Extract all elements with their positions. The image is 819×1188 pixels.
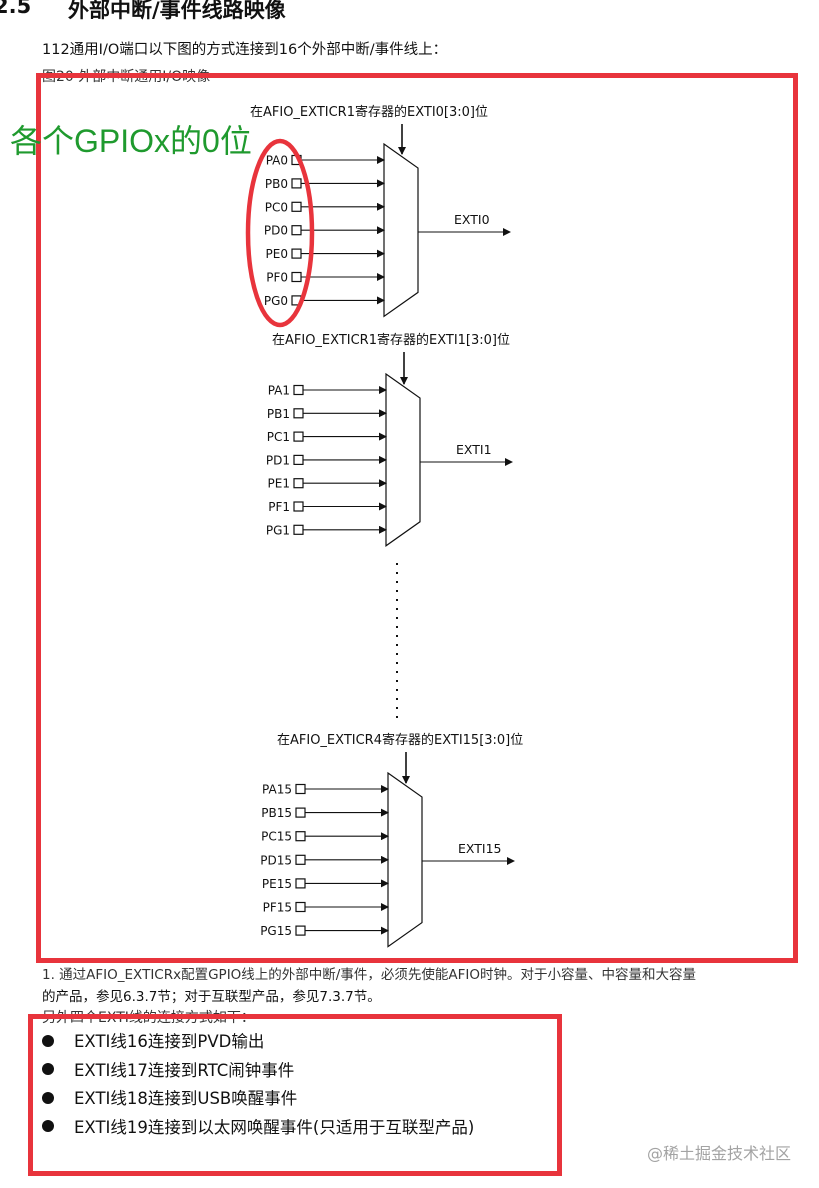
pin-label: PG15 (260, 924, 292, 938)
register-label: 在AFIO_EXTICR1寄存器的EXTI1[3:0]位 (272, 332, 510, 348)
pin-label: PE15 (262, 877, 292, 891)
exti-extra-lines-list: EXTI线16连接到PVD输出 EXTI线17连接到RTC闹钟事件 EXTI线1… (42, 1030, 474, 1144)
pin-label: PB0 (265, 177, 288, 191)
pin-label: PG1 (266, 523, 290, 537)
list-item-text: EXTI线19连接到以太网唤醒事件(只适用于互联型产品) (74, 1117, 475, 1137)
pin-label: PC0 (265, 200, 288, 214)
highlight-ellipse (245, 138, 315, 328)
bullet-icon (42, 1063, 54, 1075)
pin-box (291, 201, 302, 212)
pin-label: PA15 (262, 783, 292, 797)
register-label: 在AFIO_EXTICR1寄存器的EXTI0[3:0]位 (250, 104, 488, 120)
pin-box (295, 854, 306, 865)
pin-label: PE1 (268, 477, 290, 491)
pin-box (295, 925, 306, 936)
watermark: @稀土掘金技术社区 (646, 1144, 791, 1163)
pin-box (291, 225, 302, 236)
bullet-icon (42, 1034, 54, 1047)
list-item: EXTI线16连接到PVD输出 (42, 1030, 474, 1059)
pin-label: PF0 (266, 271, 288, 285)
section-title: 外部中断/事件线路映像 (68, 0, 286, 22)
pin-label: PC1 (267, 430, 290, 444)
section-number: 2.5 (0, 0, 32, 18)
pin-label: PE0 (266, 247, 288, 261)
highlight-frame-list (28, 1014, 562, 1176)
list-item-text: EXTI线16连接到PVD输出 (74, 1032, 265, 1051)
pin-box (291, 248, 302, 259)
pin-box (291, 271, 302, 283)
pin-label: PB1 (267, 407, 290, 421)
pin-label: PC15 (261, 830, 292, 844)
pin-label: PB15 (261, 806, 292, 820)
pin-label: PD0 (264, 224, 288, 238)
output-label: EXTI0 (454, 212, 490, 227)
output-label: EXTI1 (456, 442, 492, 457)
footnote-line-1: 1. 通过AFIO_EXTICRx配置GPIO线上的外部中断/事件，必须先使能A… (42, 967, 696, 983)
list-item-text: EXTI线17连接到RTC闹钟事件 (74, 1060, 295, 1080)
pin-label: PD15 (260, 853, 292, 867)
list-item: EXTI线17连接到RTC闹钟事件 (42, 1059, 474, 1088)
pin-label: PA1 (268, 384, 290, 398)
pin-label: PD1 (266, 453, 290, 467)
pin-box (295, 783, 306, 795)
pin-box (293, 454, 304, 465)
handwritten-annotation: 各个GPIOx的0位 (10, 123, 252, 159)
list-item: EXTI线18连接到USB唤醒事件 (42, 1087, 474, 1116)
bullet-icon (42, 1120, 54, 1132)
intro-text: 112通用I/O端口以下图的方式连接到16个外部中断/事件线上： (42, 42, 448, 58)
pin-box (295, 831, 306, 842)
pin-box (293, 408, 304, 419)
list-item-text: EXTI线18连接到USB唤醒事件 (74, 1089, 298, 1108)
pin-box (293, 501, 304, 512)
pin-box (293, 431, 304, 442)
output-label: EXTI15 (458, 841, 501, 856)
pin-label: PF1 (268, 500, 290, 514)
pin-label: PG0 (264, 294, 288, 308)
pin-box (295, 878, 306, 889)
multiplexer (385, 372, 421, 547)
pin-box (295, 807, 306, 818)
register-label: 在AFIO_EXTICR4寄存器的EXTI15[3:0]位 (277, 732, 523, 748)
pin-box (293, 524, 304, 535)
pin-box (291, 178, 302, 189)
multiplexer (387, 771, 423, 948)
highlight-frame-diagram (36, 73, 798, 963)
pin-label: PA0 (266, 154, 288, 168)
pin-box (293, 478, 304, 489)
multiplexer (383, 142, 419, 318)
list-item: EXTI线19连接到以太网唤醒事件(只适用于互联型产品) (42, 1116, 474, 1145)
pin-box (295, 901, 306, 913)
bullet-icon (42, 1091, 54, 1104)
pin-box (293, 384, 304, 396)
footnote-line-2: 的产品，参见6.3.7节；对于互联型产品，参见7.3.7节。 (42, 989, 381, 1005)
pin-label: PF15 (263, 901, 292, 915)
